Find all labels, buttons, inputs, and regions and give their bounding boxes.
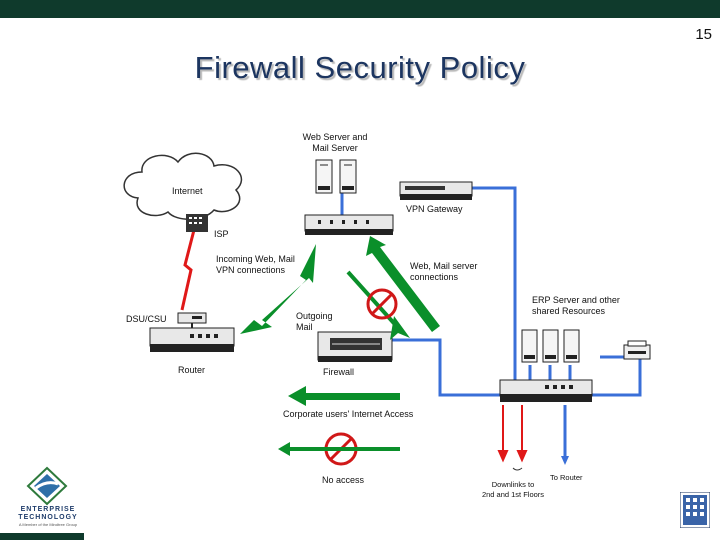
- modem-icon: [186, 214, 208, 232]
- dsu-csu-label: DSU/CSU: [126, 314, 167, 324]
- internet-label: Internet: [172, 186, 203, 196]
- erp-server-label: ERP Server and other shared Resources: [532, 295, 620, 316]
- slide-title: Firewall Security Policy: [194, 50, 526, 85]
- to-router-arrowhead: [561, 456, 569, 465]
- printer-icon: [623, 340, 651, 360]
- server-icon: [542, 329, 559, 363]
- corporate-access-label: Corporate users' Internet Access: [283, 409, 414, 419]
- building-icon[interactable]: [680, 492, 710, 528]
- firewall-icon: [399, 181, 473, 200]
- to-router-label: To Router: [550, 473, 583, 482]
- enterprise-logo-icon: [26, 466, 68, 506]
- server-icon: [521, 329, 538, 363]
- top-bar: [0, 0, 720, 18]
- web-mail-server-label: Web Server and Mail Server: [302, 132, 368, 153]
- link-firewall-switch: [392, 338, 500, 397]
- isp-link: [180, 229, 196, 311]
- vpn-gateway-label: VPN Gateway: [406, 204, 463, 214]
- server-icon: [315, 159, 333, 194]
- downlinks-brace: [512, 467, 523, 471]
- server-icon: [563, 329, 580, 363]
- router-label: Router: [178, 365, 206, 375]
- downlinks-label: Downlinks to 2nd and 1st Floors: [481, 480, 545, 499]
- modem-icon: [177, 312, 207, 324]
- router-icon: [149, 327, 235, 352]
- outgoing-mail-label: Outgoing Mail: [296, 311, 333, 332]
- firewall-label: Firewall: [323, 367, 355, 377]
- web-mail-arrow: [366, 236, 440, 332]
- bottom-bar: [0, 533, 84, 540]
- link-printer-switch: [590, 355, 642, 397]
- corporate-access-arrow: [288, 386, 400, 406]
- cloud-icon: [123, 152, 243, 220]
- switch-icon: [499, 379, 593, 402]
- outgoing-arrow: [346, 270, 410, 340]
- logo-name: ENTERPRISE TECHNOLOGY: [18, 506, 78, 521]
- no-access-label: No access: [322, 475, 365, 485]
- server-icon: [339, 159, 357, 194]
- switch-icon: [304, 214, 394, 235]
- link-erp-switch: [528, 365, 572, 380]
- web-mail-connections-label: Web, Mail server connections: [410, 261, 478, 282]
- incoming-label: Incoming Web, Mail VPN connections: [216, 254, 295, 275]
- link-vpn-switch: [472, 186, 517, 380]
- firewall-icon: [317, 331, 393, 362]
- network-links: [340, 186, 642, 460]
- downlink-lines: [497, 405, 528, 463]
- page-number: 15: [695, 26, 712, 43]
- logo-tagline: A Member of the Mindtree Group: [18, 522, 78, 527]
- isp-label: ISP: [214, 229, 229, 239]
- no-entry-icon: [366, 288, 398, 320]
